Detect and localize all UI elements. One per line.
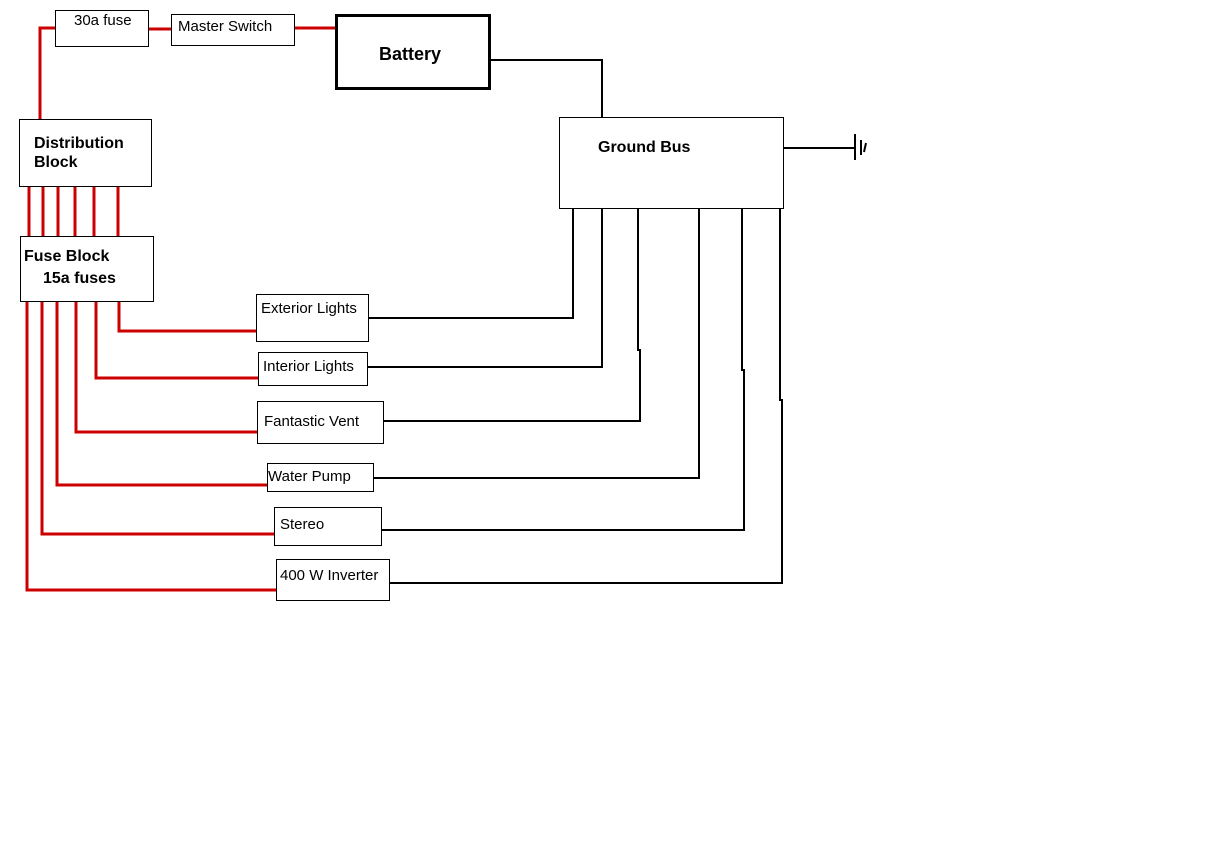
battery-label: Battery bbox=[379, 44, 442, 64]
ground-water-pump bbox=[373, 208, 700, 479]
distribution-block-label-line2: Block bbox=[34, 154, 78, 171]
master-switch-label: Master Switch bbox=[178, 18, 273, 35]
fuse-30a-box: 30a fuse bbox=[55, 10, 149, 47]
master-switch-box: Master Switch bbox=[171, 14, 295, 46]
load-fantastic-vent-box: Fantastic Vent bbox=[257, 401, 384, 444]
ground-interior-lights bbox=[367, 208, 603, 368]
ground-stereo bbox=[381, 208, 745, 531]
wire-fuse-to-fantastic-vent bbox=[74, 301, 258, 434]
load-water-pump-box: Water Pump bbox=[267, 463, 374, 492]
ground-fantastic-vent bbox=[383, 208, 641, 422]
wire-fuse-to-stereo bbox=[40, 301, 275, 536]
ground-wiring bbox=[367, 59, 855, 584]
load-water-pump-label: Water Pump bbox=[268, 468, 351, 485]
wire-fuse-to-interior-lights bbox=[94, 301, 259, 380]
ground-bus-label: Ground Bus bbox=[598, 139, 691, 156]
distribution-block-label-line1: Distribution bbox=[34, 135, 124, 152]
load-interior-lights-label: Interior Lights bbox=[263, 358, 354, 375]
ground-exterior-lights bbox=[368, 208, 574, 319]
positive-wiring bbox=[25, 26, 337, 592]
ground-inverter bbox=[389, 208, 783, 584]
distribution-block-box: Distribution Block bbox=[19, 119, 152, 187]
load-exterior-lights-box: Exterior Lights bbox=[256, 294, 369, 342]
load-inverter-box: 400 W Inverter bbox=[276, 559, 390, 601]
ground-bus-box: Ground Bus bbox=[559, 117, 784, 209]
wire-distribution-to-fuse30a bbox=[38, 26, 56, 120]
load-stereo-box: Stereo bbox=[274, 507, 382, 546]
load-inverter-label: 400 W Inverter bbox=[280, 567, 379, 584]
fuse-30a-label: 30a fuse bbox=[74, 12, 132, 29]
fuse-block-box: Fuse Block 15a fuses bbox=[20, 236, 154, 302]
load-fantastic-vent-label: Fantastic Vent bbox=[264, 413, 360, 430]
ground-symbol-icon bbox=[854, 134, 867, 160]
wire-fuse-to-exterior-lights bbox=[117, 301, 257, 333]
load-interior-lights-box: Interior Lights bbox=[258, 352, 368, 386]
battery-box: Battery bbox=[335, 14, 491, 90]
wire-battery-to-ground-bus bbox=[490, 59, 603, 118]
load-stereo-label: Stereo bbox=[280, 516, 325, 533]
fuse-block-label-line1: Fuse Block bbox=[24, 248, 110, 265]
wire-fuse-to-inverter bbox=[25, 301, 277, 592]
fuse-block-label-line2: 15a fuses bbox=[43, 270, 116, 287]
wire-fuse-to-water-pump bbox=[55, 301, 268, 487]
load-exterior-lights-label: Exterior Lights bbox=[261, 300, 357, 317]
